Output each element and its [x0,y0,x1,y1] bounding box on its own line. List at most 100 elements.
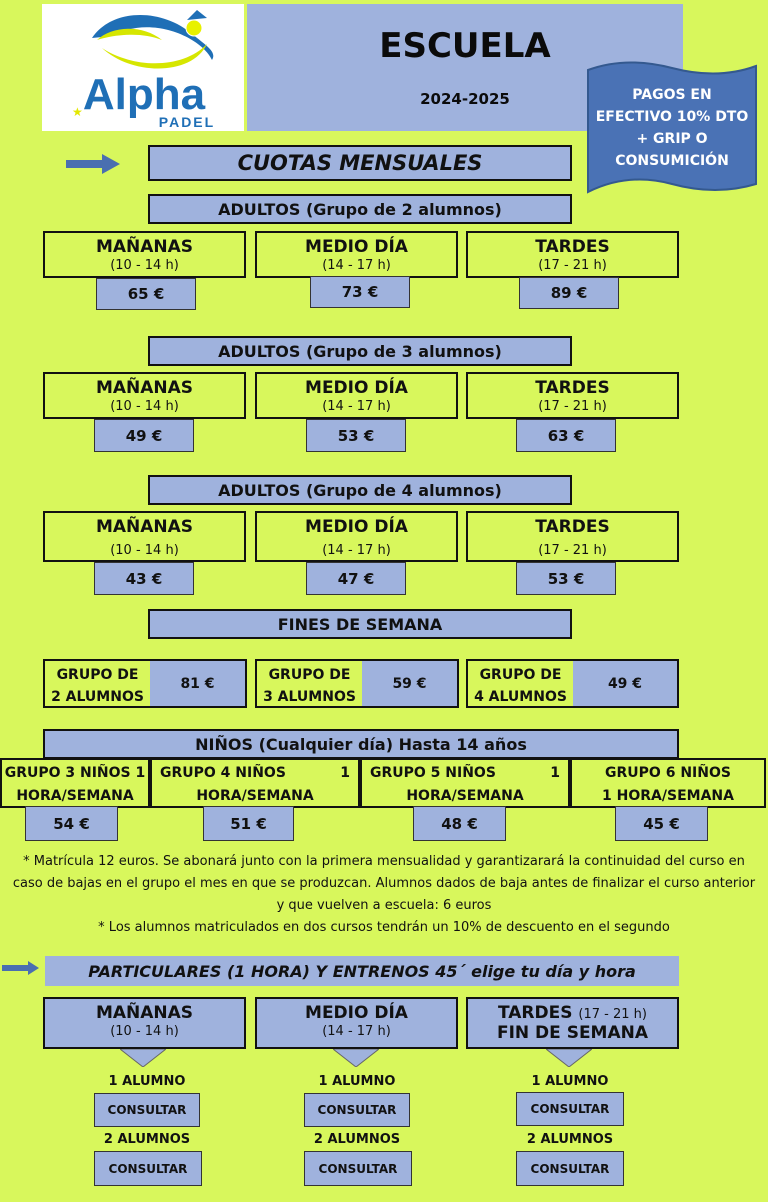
slot-extra: FIN DE SEMANA [496,1023,649,1043]
down-triangle-icon [546,1049,592,1067]
consult-box: CONSULTAR [94,1151,202,1186]
logo-subtitle: PADEL [158,114,216,130]
notes-block: * Matrícula 12 euros. Se abonará junto c… [0,851,768,939]
kids-label-line2: HORA/SEMANA [406,788,524,804]
slot-hours: (14 - 17 h) [322,1024,391,1039]
slot-hours: (17 - 21 h) [538,543,607,558]
kids-label-line1b: 1 [550,765,560,781]
two-students-label: 2 ALUMNOS [103,1132,191,1147]
slot-name: TARDES [535,237,610,257]
arrow-right-icon [2,961,39,975]
private-lessons-title: PARTICULARES (1 HORA) Y ENTRENOS 45´ eli… [45,956,679,986]
private-slot-afternoon: TARDES (17 - 21 h) FIN DE SEMANA [466,997,679,1049]
price-box: 54 € [25,806,118,841]
slot-name: MEDIO DÍA [305,1003,408,1023]
slot-hours: (10 - 14 h) [110,399,179,414]
down-triangle-icon [120,1049,166,1067]
slot-hours: (17 - 21 h) [578,1007,647,1022]
slot-midday: MEDIO DÍA (14 - 17 h) [255,372,458,419]
slot-hours: (10 - 14 h) [110,258,179,273]
price-box: 51 € [203,806,294,841]
weekend-title: FINES DE SEMANA [148,609,572,639]
weekend-group-2: GRUPO DE 2 ALUMNOS 81 € [43,659,247,708]
two-students-label: 2 ALUMNOS [526,1132,614,1147]
price-box: 63 € [516,419,616,452]
kids-label-line1: GRUPO 5 NIÑOS [370,765,496,781]
slot-hours: (17 - 21 h) [538,258,607,273]
slot-hours: (14 - 17 h) [322,543,391,558]
slot-midday: MEDIO DÍA (14 - 17 h) [255,231,458,278]
weekend-label-line1: GRUPO DE [479,667,562,683]
kids-label-line2: HORA/SEMANA [196,788,314,804]
kids-group-5: GRUPO 5 NIÑOS 1 HORA/SEMANA [360,758,570,808]
consult-box: CONSULTAR [516,1092,624,1126]
banner-line-3: + GRIP O [636,131,708,147]
slot-afternoon: TARDES (17 - 21 h) [466,372,679,419]
slot-hours: (14 - 17 h) [322,258,391,273]
slot-hours: (10 - 14 h) [110,1024,179,1039]
kids-group-3: GRUPO 3 NIÑOS 1 HORA/SEMANA [0,758,150,808]
alpha-padel-logo: Alpha PADEL ★ [42,4,244,131]
star-icon: ★ [72,105,83,119]
slot-hours: (10 - 14 h) [110,543,179,558]
group-4-title: ADULTOS (Grupo de 4 alumnos) [148,475,572,505]
slot-morning: MAÑANAS (10 - 14 h) [43,511,246,562]
page-title: ESCUELA [379,26,551,66]
logo-wordmark: Alpha [82,70,206,119]
weekend-label-line1: GRUPO DE [56,667,139,683]
weekend-group-4: GRUPO DE 4 ALUMNOS 49 € [466,659,679,708]
consult-box: CONSULTAR [304,1151,412,1186]
slot-name: MAÑANAS [95,1003,194,1023]
weekend-price: 49 € [573,661,677,706]
slot-hours: (14 - 17 h) [322,399,391,414]
logo-swoosh-icon [92,10,214,69]
slot-midday: MEDIO DÍA (14 - 17 h) [255,511,458,562]
price-box: 43 € [94,562,194,595]
slot-name: MEDIO DÍA [305,517,408,537]
slot-name: TARDES [535,517,610,537]
group-3-title: ADULTOS (Grupo de 3 alumnos) [148,336,572,366]
weekend-label-line2: 2 ALUMNOS [51,689,144,705]
price-box: 89 € [519,277,619,309]
one-student-label: 1 ALUMNO [108,1074,186,1089]
slot-name: MEDIO DÍA [305,237,408,257]
private-slot-midday: MEDIO DÍA (14 - 17 h) [255,997,458,1049]
slot-name: MAÑANAS [95,378,194,398]
kids-label-line1: GRUPO 4 NIÑOS [160,765,286,781]
kids-title: NIÑOS (Cualquier día) Hasta 14 años [43,729,679,759]
one-student-label: 1 ALUMNO [318,1074,396,1089]
slot-name: TARDES [535,378,610,398]
note-line-1: * Matrícula 12 euros. Se abonará junto c… [23,854,745,869]
monthly-fees-title: CUOTAS MENSUALES [148,145,572,181]
kids-group-4: GRUPO 4 NIÑOS 1 HORA/SEMANA [150,758,360,808]
slot-name: TARDES [498,1003,573,1023]
slot-morning: MAÑANAS (10 - 14 h) [43,231,246,278]
price-box: 65 € [96,278,196,310]
kids-group-6: GRUPO 6 NIÑOS 1 HORA/SEMANA [570,758,766,808]
price-box: 49 € [94,419,194,452]
weekend-group-3: GRUPO DE 3 ALUMNOS 59 € [255,659,459,708]
weekend-label-line1: GRUPO DE [268,667,351,683]
slot-name: MEDIO DÍA [305,378,408,398]
consult-box: CONSULTAR [516,1151,624,1186]
down-triangle-icon [333,1049,379,1067]
note-line-4: * Los alumnos matriculados en dos cursos… [98,920,670,935]
private-slot-morning: MAÑANAS (10 - 14 h) [43,997,246,1049]
price-box: 45 € [615,806,708,841]
group-2-title: ADULTOS (Grupo de 2 alumnos) [148,194,572,224]
slot-morning: MAÑANAS (10 - 14 h) [43,372,246,419]
two-students-label: 2 ALUMNOS [313,1132,401,1147]
kids-label-line1: GRUPO 3 NIÑOS 1 [4,765,146,781]
arrow-right-icon [66,154,120,174]
kids-label-line1b: 1 [340,765,350,781]
note-line-3: y que vuelven a escuela: 6 euros [276,898,492,913]
banner-line-4: CONSUMICIÓN [615,153,729,169]
payment-banner: PAGOS EN EFECTIVO 10% DTO + GRIP O CONSU… [586,56,758,200]
note-line-2: caso de bajas en el grupo el mes en que … [12,876,756,891]
price-box: 53 € [306,419,406,452]
weekend-label-line2: 3 ALUMNOS [263,689,356,705]
consult-box: CONSULTAR [94,1093,200,1127]
weekend-label-line2: 4 ALUMNOS [474,689,567,705]
price-box: 48 € [413,806,506,841]
